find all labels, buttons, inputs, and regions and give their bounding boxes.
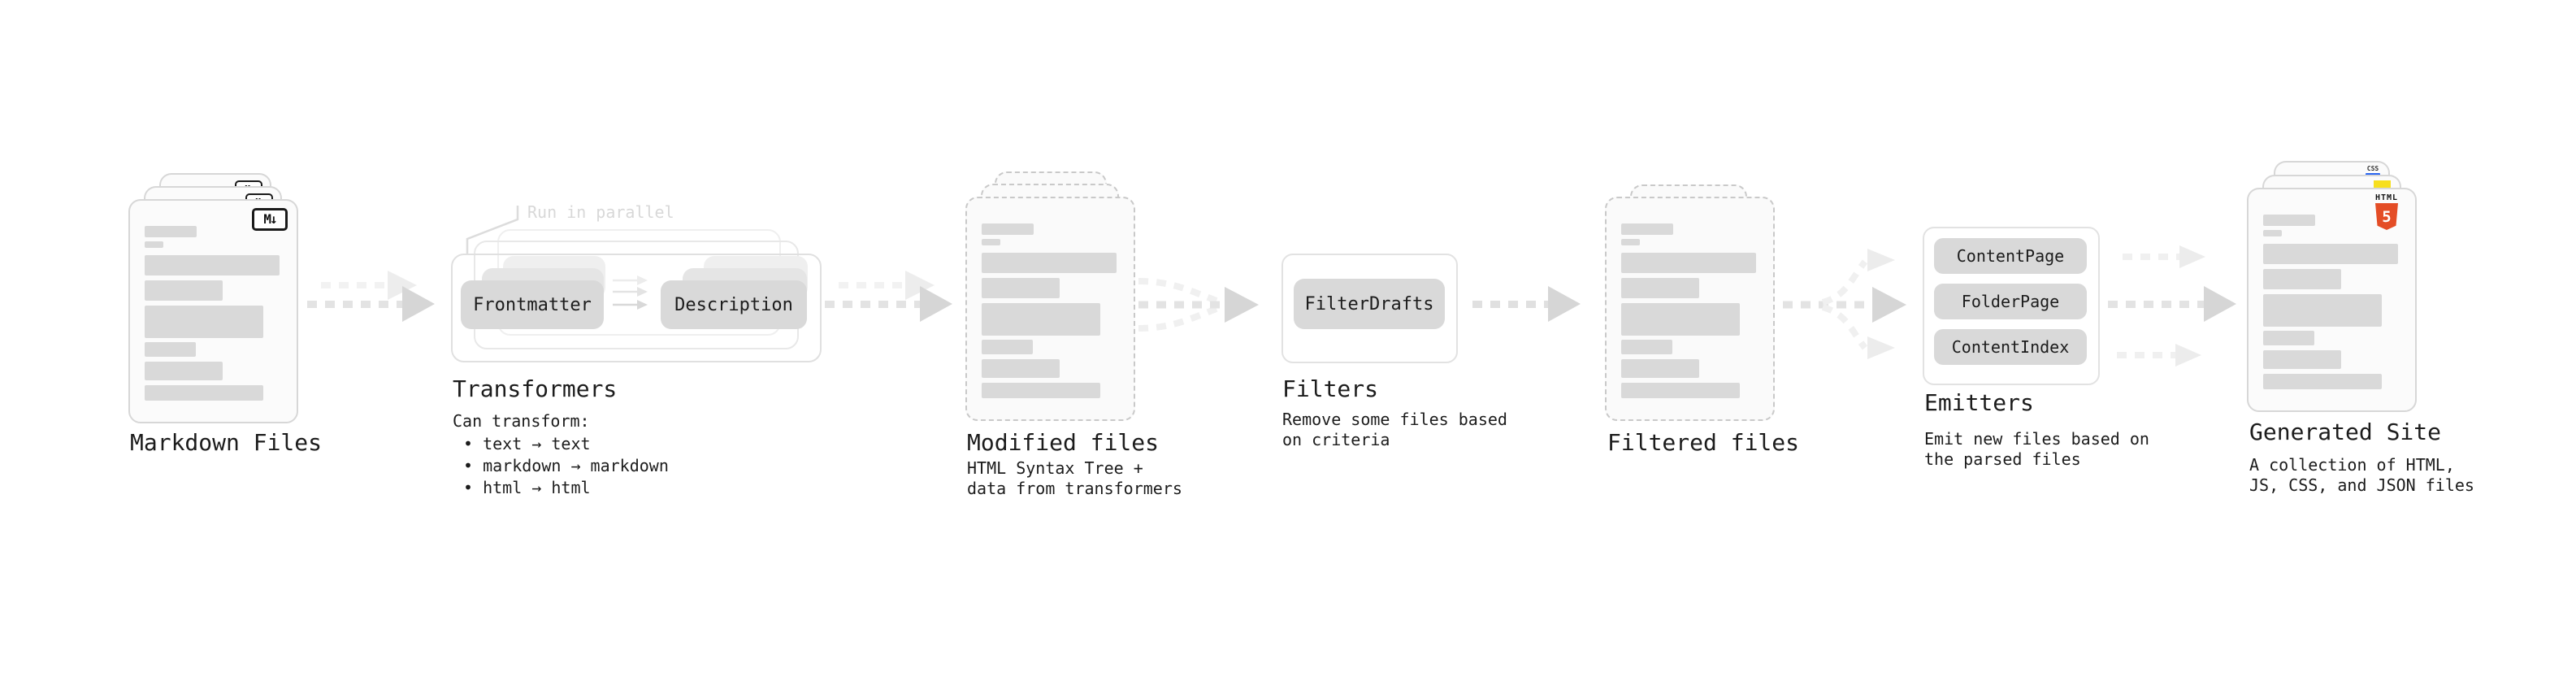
run-in-parallel-note: Run in parallel xyxy=(527,202,674,222)
html5-icon: HTML 5 xyxy=(2367,193,2406,230)
stage-label-emitters: Emitters xyxy=(1924,389,2034,416)
parallel-mini-arrows xyxy=(613,275,648,310)
stage-description: Remove some files based xyxy=(1282,410,1507,429)
text-placeholder-bar xyxy=(2263,331,2314,345)
flow-arrow-light xyxy=(2117,344,2201,367)
text-placeholder-bar xyxy=(145,241,163,248)
stage-description: Emit new files based on xyxy=(1924,429,2149,449)
stage-description: Can transform: xyxy=(453,411,590,431)
markdown-icon: M↓ xyxy=(252,208,288,231)
transformer-frame xyxy=(451,254,822,362)
text-placeholder-bar xyxy=(1621,253,1756,273)
text-placeholder-bar xyxy=(1621,223,1673,235)
text-placeholder-bar xyxy=(2263,269,2341,289)
transform-bullet: • text → text xyxy=(463,434,591,453)
emitter-box-folderpage: FolderPage xyxy=(1934,284,2087,319)
text-placeholder-bar xyxy=(1621,278,1699,298)
text-placeholder-bar xyxy=(2263,374,2382,389)
flow-arrow-light xyxy=(2123,245,2205,268)
text-placeholder-bar xyxy=(982,278,1060,298)
note-leader-line xyxy=(466,206,519,254)
stage-description: A collection of HTML, xyxy=(2249,455,2455,475)
flow-arrow xyxy=(307,286,435,322)
stage-description: on criteria xyxy=(1282,430,1390,449)
text-placeholder-bar xyxy=(982,303,1100,336)
document-card xyxy=(1605,197,1775,421)
text-placeholder-bar xyxy=(982,359,1060,378)
text-placeholder-bar xyxy=(2263,230,2282,236)
text-placeholder-bar xyxy=(982,383,1100,398)
text-placeholder-bar xyxy=(2263,350,2341,369)
stage-description: data from transformers xyxy=(967,479,1182,498)
text-placeholder-bar xyxy=(145,342,196,357)
text-placeholder-bar xyxy=(145,362,223,380)
text-placeholder-bar xyxy=(145,385,263,401)
stage-label-transformers: Transformers xyxy=(453,375,618,402)
emitter-box-contentpage: ContentPage xyxy=(1934,238,2087,274)
text-placeholder-bar xyxy=(2263,244,2398,264)
text-placeholder-bar xyxy=(1621,359,1699,378)
text-placeholder-bar xyxy=(1621,303,1740,336)
split-arrow xyxy=(1783,249,1906,359)
flow-arrow xyxy=(2108,286,2236,322)
text-placeholder-bar xyxy=(982,239,1000,245)
document-card: M↓ xyxy=(128,199,298,423)
document-card: HTML 5 xyxy=(2247,188,2417,412)
flow-arrow xyxy=(825,286,952,322)
stage-label-filtered-files: Filtered files xyxy=(1607,429,1800,456)
text-placeholder-bar xyxy=(982,253,1117,273)
transform-bullet: • markdown → markdown xyxy=(463,456,669,475)
text-placeholder-bar xyxy=(145,255,280,275)
stage-description: JS, CSS, and JSON files xyxy=(2249,475,2474,495)
transformer-box-frontmatter: Frontmatter xyxy=(461,280,604,329)
emitter-box-contentindex: ContentIndex xyxy=(1934,329,2087,365)
text-placeholder-bar xyxy=(145,306,263,338)
text-placeholder-bar xyxy=(145,226,197,237)
stage-label-filters: Filters xyxy=(1282,375,1379,402)
stage-description: HTML Syntax Tree + xyxy=(967,458,1143,478)
text-placeholder-bar xyxy=(1621,383,1740,398)
transformer-box-description: Description xyxy=(661,280,807,329)
text-placeholder-bar xyxy=(1621,340,1672,354)
stage-label-modified-files: Modified files xyxy=(967,429,1160,456)
text-placeholder-bar xyxy=(2263,294,2382,327)
text-placeholder-bar xyxy=(982,223,1034,235)
filter-box-filterdrafts: FilterDrafts xyxy=(1294,279,1445,329)
merge-arrow xyxy=(1138,278,1259,332)
stage-label-generated-site: Generated Site xyxy=(2249,419,2442,445)
flow-arrow xyxy=(1472,286,1581,322)
text-placeholder-bar xyxy=(2263,215,2315,226)
text-placeholder-bar xyxy=(982,340,1033,354)
text-placeholder-bar xyxy=(145,280,223,301)
stage-description: the parsed files xyxy=(1924,449,2081,469)
text-placeholder-bar xyxy=(1621,239,1640,245)
stage-label-markdown-files: Markdown Files xyxy=(130,429,323,456)
document-card xyxy=(965,197,1135,421)
transform-bullet: • html → html xyxy=(463,478,591,497)
